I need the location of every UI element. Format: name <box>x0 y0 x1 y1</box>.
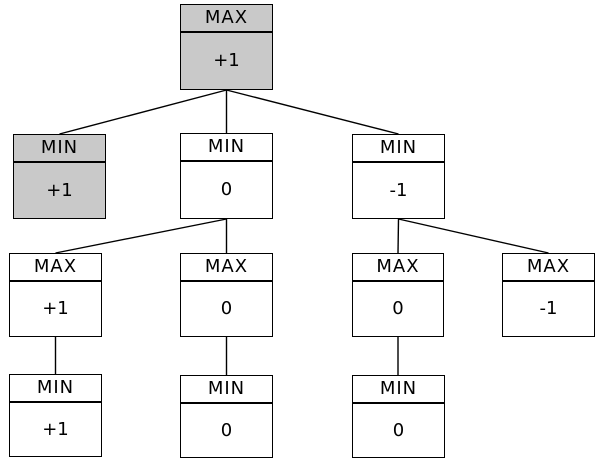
node-value: +1 <box>14 163 105 218</box>
tree-node-max-level3-3: MAX 0 <box>352 253 444 337</box>
node-value: +1 <box>42 418 69 440</box>
tree-node-root-max: MAX +1 <box>180 4 273 90</box>
edge-n2c-n3c <box>397 218 400 254</box>
node-header: MIN <box>353 135 444 163</box>
node-header: MIN <box>14 135 105 163</box>
node-header: MIN <box>181 376 272 404</box>
node-header: MAX <box>10 254 101 282</box>
node-value: 0 <box>220 298 233 319</box>
node-header: MIN <box>10 375 101 403</box>
node-header: MAX <box>503 254 594 282</box>
tree-node-max-level3-1: MAX +1 <box>9 253 102 337</box>
node-value: 0 <box>392 419 405 441</box>
tree-node-min-left: MIN +1 <box>13 134 106 219</box>
node-header: MAX <box>181 254 272 282</box>
node-value: +1 <box>181 33 272 89</box>
node-header: MAX <box>353 254 443 282</box>
tree-node-min-middle: MIN 0 <box>180 133 273 219</box>
tree-node-min-leaf-2: MIN 0 <box>180 375 273 458</box>
edge-n2c-n3d <box>398 218 549 254</box>
node-header: MAX <box>181 5 272 33</box>
node-header: MIN <box>353 376 444 404</box>
node-value: 0 <box>220 179 233 200</box>
node-value: 0 <box>220 419 233 441</box>
tree-node-max-level3-4: MAX -1 <box>502 253 595 337</box>
tree-node-min-right: MIN -1 <box>352 134 445 219</box>
node-header: MIN <box>181 134 272 162</box>
tree-node-max-level3-2: MAX 0 <box>180 253 273 337</box>
node-value: 0 <box>392 298 404 319</box>
node-value: -1 <box>389 179 408 201</box>
edge-root-n2a <box>59 89 227 135</box>
tree-node-min-leaf-3: MIN 0 <box>352 375 445 458</box>
edge-root-n2c <box>226 89 399 135</box>
node-value: +1 <box>42 298 69 319</box>
node-value: -1 <box>539 298 558 319</box>
tree-node-min-leaf-1: MIN +1 <box>9 374 102 457</box>
edge-n2b-n3a <box>55 218 227 254</box>
